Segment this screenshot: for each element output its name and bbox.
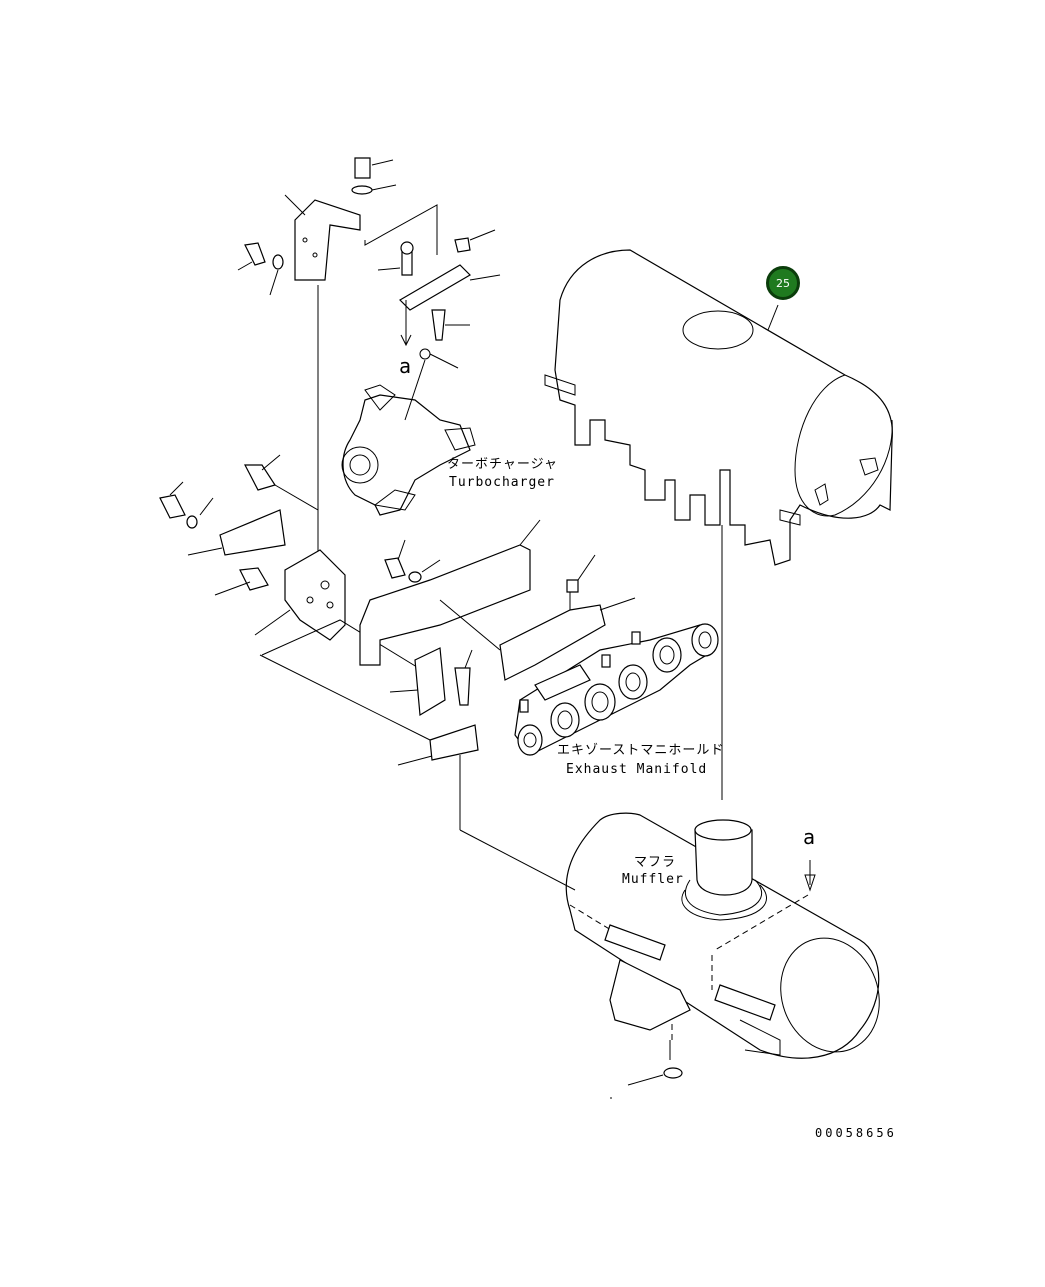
- turbocharger: [341, 348, 476, 516]
- exhaust-manifold: [499, 554, 719, 756]
- muffler-label-en: Muffler: [622, 872, 684, 887]
- turbocharger-label-en: Turbocharger: [449, 475, 555, 490]
- part-callout-25[interactable]: 25: [766, 266, 800, 300]
- view-letter-top: a: [399, 354, 412, 378]
- view-letter-right: a: [803, 825, 816, 849]
- exhaust-manifold-label-en: Exhaust Manifold: [566, 762, 708, 777]
- center-bracket-assembly: [359, 519, 576, 891]
- muffler: [565, 812, 880, 1086]
- drawing-number: 00058656: [815, 1126, 897, 1140]
- muffler-cover: [544, 249, 893, 566]
- turbocharger-label-jp: ターボチャージャ: [447, 457, 558, 472]
- muffler-label-jp: マフラ: [634, 855, 677, 870]
- turbo-bracket: [237, 157, 501, 555]
- left-bracket-assembly: [159, 454, 431, 741]
- exhaust-manifold-label-jp: エキゾーストマニホールド: [557, 743, 725, 758]
